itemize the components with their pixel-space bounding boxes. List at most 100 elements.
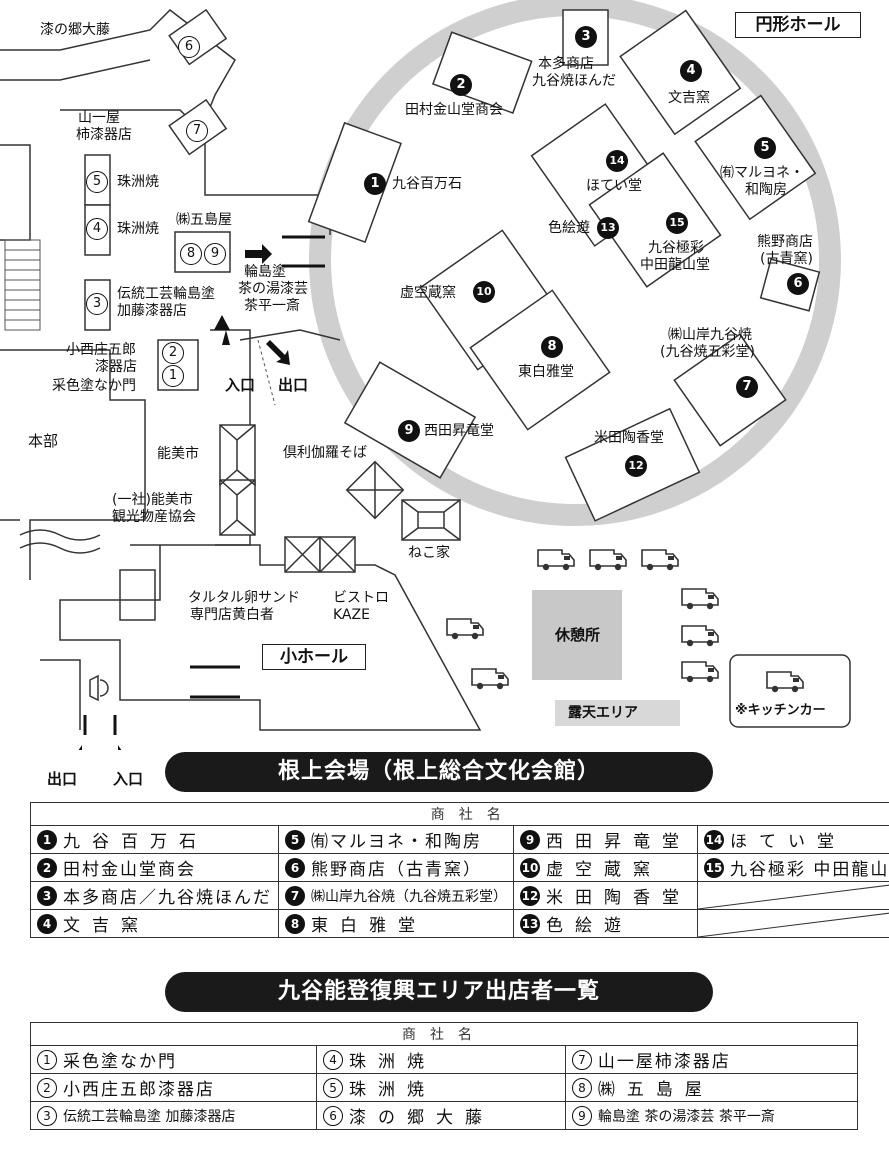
- table1-cell: 14 ほてい堂: [696, 825, 889, 854]
- kitchen-car-icon: [589, 549, 627, 571]
- table1-cell-name: 色絵遊: [546, 916, 633, 936]
- outdoor-area: [555, 700, 680, 726]
- table1-cell-name: ほてい堂: [730, 832, 846, 852]
- noto-marker-6: 6: [178, 36, 200, 58]
- table2-cell-number: 1: [37, 1049, 57, 1070]
- booth-label-6-line2: (古青窯): [760, 251, 813, 267]
- noto-label-4: 珠洲焼: [117, 221, 159, 237]
- table1-cell-number: 13: [520, 913, 540, 934]
- honbu-label: 本部: [28, 432, 59, 450]
- booth-marker-13: 13: [597, 217, 619, 239]
- noto-marker-7: 7: [186, 120, 208, 142]
- bistro-label-2: KAZE: [333, 607, 370, 623]
- noto-label-1: 采色塗なか門: [52, 378, 136, 394]
- kurikara-label: 倶利伽羅そば: [283, 445, 367, 461]
- table1-cell-name: ㈱山岸九谷焼（九谷焼五彩堂）: [311, 888, 507, 905]
- table1-cell: 8 東白雅堂: [278, 909, 514, 938]
- table1-cell-number: 8: [285, 913, 305, 934]
- rest-area-label: 休憩所: [555, 626, 601, 644]
- table2-header: 商社名: [30, 1022, 858, 1046]
- table1-cell: 4 文吉窯: [30, 909, 279, 938]
- rest-area: [532, 590, 622, 680]
- round-hall-label: 円形ホール: [735, 12, 861, 38]
- booth-marker-9: 9: [398, 420, 420, 442]
- table1-cell-number: 2: [37, 857, 57, 878]
- table2-cell-name: 珠洲焼: [349, 1052, 437, 1072]
- booth-label-7-line1: ㈱山岸九谷焼: [668, 327, 752, 343]
- booth-marker-6: 6: [787, 273, 809, 295]
- noto-label-6: 漆の郷大藤: [40, 22, 110, 38]
- booth-label-10: 虚空蔵窯: [400, 285, 456, 301]
- booth-label-14: ほてい堂: [586, 178, 642, 194]
- kitchen-car-icon: [681, 625, 719, 647]
- bistro-label-1: ビストロ: [333, 590, 389, 606]
- table1-cell-number: 10: [520, 857, 540, 878]
- noto-label-7-line2: 柿漆器店: [76, 127, 132, 143]
- venue-map: 円形ホール 小ホール 休憩所 露天エリア ※キッチンカー 本部 入口 出口 出口…: [0, 0, 861, 787]
- table1-cell: 13 色絵遊: [513, 909, 698, 938]
- noumi-city-label: 能美市: [157, 446, 199, 462]
- booth-marker-12: 12: [625, 455, 647, 477]
- booth-label-13: 色絵遊: [548, 220, 590, 236]
- table1-cell-number: 14: [704, 829, 724, 850]
- noto-label-8: ㈱五島屋: [176, 212, 232, 228]
- table1-row: 4 文吉窯 8 東白雅堂 13 色絵遊: [30, 909, 889, 938]
- nekoya-label: ねこ家: [408, 545, 450, 561]
- table1-cell-name: 文吉窯: [63, 916, 150, 936]
- table1-cell-name: 本多商店／九谷焼ほんだ: [63, 888, 272, 908]
- table2-cell-number: 6: [323, 1105, 344, 1126]
- noto-label-3-line2: 加藤漆器店: [117, 303, 187, 319]
- table2-cell-number: 4: [323, 1049, 344, 1070]
- noto-marker-9: 9: [204, 243, 226, 265]
- booth-marker-4: 4: [680, 60, 702, 82]
- noto-marker-3: 3: [86, 293, 108, 315]
- table1-cell: 5㈲マルヨネ・和陶房: [278, 825, 514, 854]
- empty-cell-slash: [698, 884, 889, 909]
- exit-label-main: 出口: [278, 376, 309, 394]
- table2-cell-number: 5: [323, 1077, 344, 1098]
- booth-label-12: 米田陶香堂: [594, 430, 664, 446]
- booth-marker-15: 15: [666, 212, 688, 234]
- noto-marker-1: 1: [162, 365, 184, 387]
- booth-label-1: 九谷百万石: [392, 176, 462, 192]
- table2-cell-number: 8: [571, 1077, 592, 1098]
- table2-cell-name: 采色塗なか門: [63, 1052, 177, 1072]
- table2-cell-name: 珠洲焼: [349, 1080, 437, 1100]
- entrance-label-west: 入口: [113, 770, 144, 788]
- tartar-label-2: 専門店黄白者: [190, 607, 274, 623]
- exit-label-west: 出口: [47, 770, 78, 788]
- table1-cell-number: 3: [37, 885, 57, 906]
- table1-cell-number: 1: [37, 829, 57, 850]
- table2-cell: 1 采色塗なか門: [29, 1045, 318, 1074]
- table2-cell: 8㈱五島屋: [564, 1073, 859, 1102]
- kitchen-car-icon: [641, 549, 679, 571]
- booth-marker-8: 8: [541, 336, 563, 358]
- tartar-label-1: タルタル卵サンド: [188, 590, 300, 606]
- noto-label-2-line2: 漆器店: [95, 359, 137, 375]
- table1-cell-name: 東白雅堂: [311, 916, 427, 936]
- table1-cell-number: 9: [520, 829, 540, 850]
- table2-cell-name: 輪島塗 茶の湯漆芸 茶平一斎: [597, 1108, 775, 1125]
- table1-cell-number: 7: [285, 885, 305, 906]
- small-hall-label: 小ホール: [262, 644, 366, 670]
- noto-label-9-line3: 茶平一斎: [244, 298, 300, 314]
- booth-label-5-line1: ㈲マルヨネ・: [720, 165, 804, 181]
- booth-label-7-line2: (九谷焼五彩堂): [660, 344, 755, 360]
- table1-title: 根上会場（根上総合文化会館）: [165, 752, 713, 792]
- kitchen-car-icon: [681, 661, 719, 683]
- table1-cell-number: 6: [285, 857, 305, 878]
- table1-cell-name: 虚空蔵窯: [546, 860, 662, 880]
- map-drawing: [0, 0, 851, 750]
- table1-cell: 3 本多商店／九谷焼ほんだ: [30, 881, 279, 910]
- table1-cell-number: 4: [37, 913, 57, 934]
